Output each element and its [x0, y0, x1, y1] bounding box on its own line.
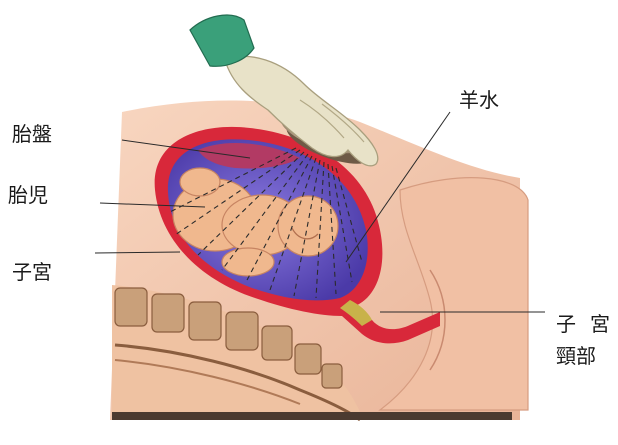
- label-placenta: 胎盤: [12, 124, 52, 144]
- label-amniotic-fluid: 羊水: [459, 90, 499, 110]
- label-cervix-line2: 頸部: [556, 346, 596, 366]
- label-uterus: 子宮: [12, 262, 52, 282]
- spine-floor: [112, 412, 512, 420]
- label-cervix-line1: 子宮: [556, 314, 618, 334]
- label-fetus: 胎児: [8, 185, 48, 205]
